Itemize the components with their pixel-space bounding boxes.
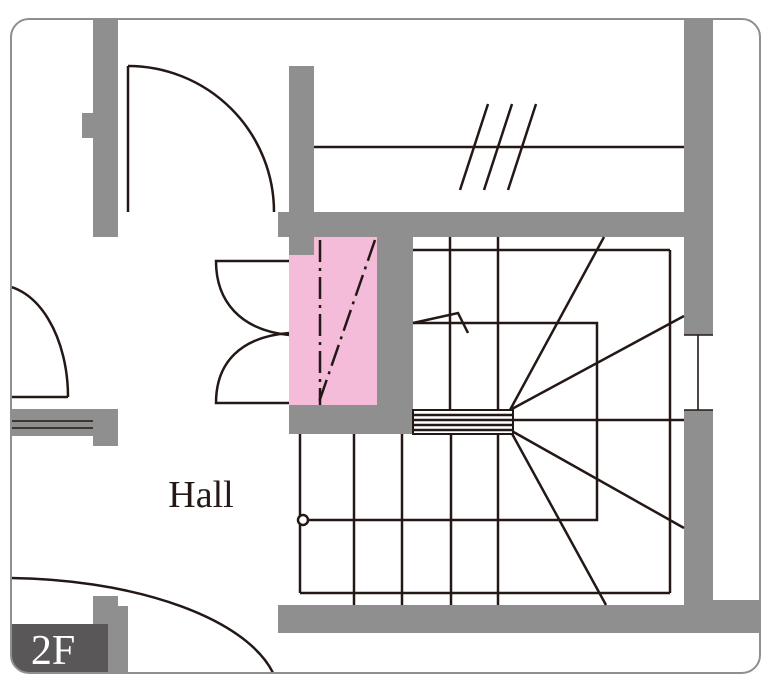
floor-badge (11, 624, 108, 673)
wall-closet-right (289, 237, 413, 434)
floor-badge-label: 2F (31, 628, 75, 674)
upper-room-lines (314, 103, 684, 191)
door-top (126, 64, 276, 213)
wall-right-outer (684, 19, 713, 335)
room-label-hall: Hall (168, 474, 233, 516)
plan-frame (10, 18, 761, 674)
wall-top-left (82, 19, 118, 237)
wall-bottom (278, 605, 760, 633)
closet-area (289, 237, 377, 409)
wall-closet-top (278, 66, 713, 255)
staircase (296, 236, 685, 606)
closet-doors (214, 239, 377, 406)
wall-bottom-right-return (684, 605, 713, 633)
window-right (684, 334, 713, 411)
wall-right-lower (684, 410, 713, 605)
